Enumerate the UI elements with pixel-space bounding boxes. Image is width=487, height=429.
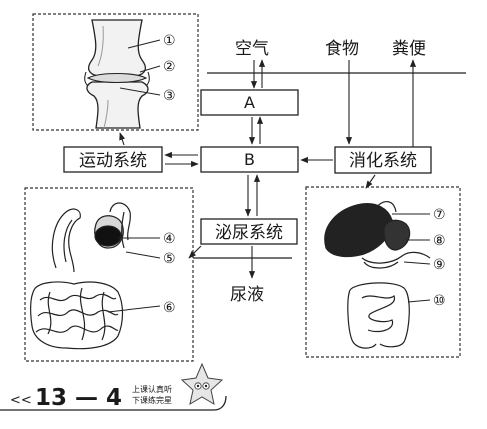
digestive-organs-panel (305, 186, 461, 358)
box-b (200, 146, 299, 173)
nephron-panel (24, 187, 194, 362)
digestive-to-organs-arrow (365, 174, 376, 189)
nephron-illustration (30, 202, 132, 350)
footer-slogan-1: 上课认真听 (132, 384, 172, 394)
box-b-label: B (244, 150, 255, 169)
urine-label: 尿液 (230, 285, 264, 305)
digestive-system-label: 消化系统 (349, 151, 417, 171)
air-label: 空气 (235, 39, 269, 59)
footer-prefix: << (10, 393, 32, 408)
marker-4: ④ (163, 231, 176, 247)
urinary-system-label: 泌尿系统 (215, 223, 283, 243)
urinary-system-box (200, 218, 298, 245)
star-mascot-icon (180, 362, 224, 406)
box-a (200, 89, 299, 116)
leader-6 (107, 305, 161, 313)
motor-to-joint-arrow (119, 132, 126, 146)
marker-3: ③ (163, 88, 176, 104)
feces-label: 粪便 (392, 39, 426, 59)
footer-slogan-2: 下课练完星 (132, 395, 172, 405)
page-number: 13 — 4 (35, 385, 122, 411)
leader-2 (139, 65, 161, 73)
marker-1: ① (163, 33, 176, 49)
marker-8: ⑧ (433, 233, 446, 249)
digestive-organs-illustration (324, 201, 431, 349)
digestive-system-box (334, 146, 432, 174)
knee-joint-illustration (84, 19, 150, 129)
food-label: 食物 (325, 39, 359, 59)
motor-system-box (63, 146, 163, 173)
marker-2: ② (163, 59, 176, 75)
urinary-to-nephron-arrow (188, 245, 202, 259)
box-a-label: A (244, 93, 255, 112)
marker-6: ⑥ (163, 300, 176, 316)
marker-7: ⑦ (433, 207, 446, 223)
motor-system-label: 运动系统 (79, 151, 147, 171)
leader-3 (119, 87, 161, 96)
joint-panel (32, 13, 199, 131)
leader-10 (407, 299, 431, 303)
marker-5: ⑤ (163, 251, 176, 267)
leader-1 (127, 39, 161, 49)
marker-9: ⑨ (433, 257, 446, 273)
leader-9 (403, 261, 431, 265)
leader-5 (125, 251, 161, 259)
footer-rule (0, 395, 227, 411)
marker-10: ⑩ (433, 293, 446, 309)
